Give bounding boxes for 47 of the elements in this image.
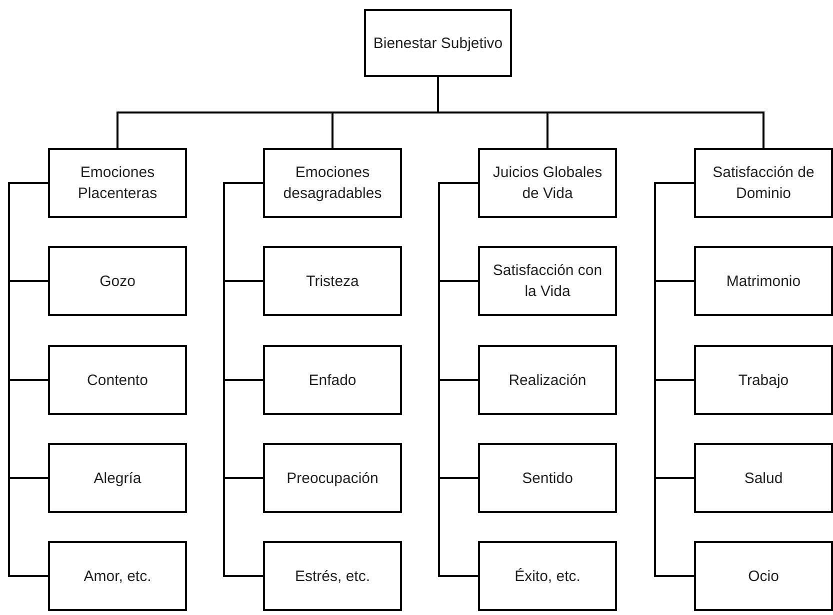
node-box	[48, 148, 187, 218]
node-label: Preocupación	[286, 468, 378, 488]
connector-line	[437, 77, 764, 148]
node-box	[694, 443, 833, 513]
node-label: Tristeza	[306, 272, 359, 292]
node-label: Ocio	[748, 566, 779, 586]
node-label: Contento	[87, 370, 148, 390]
node-label: Realización	[508, 370, 586, 390]
node-box	[48, 541, 187, 611]
node-box	[478, 443, 617, 513]
node-label: Gozo	[100, 272, 136, 292]
connector-line	[438, 182, 478, 577]
node-label: Emociones desagradables	[282, 163, 383, 204]
node-label: Amor, etc.	[84, 566, 152, 586]
node-label: Satisfacción de Dominio	[712, 163, 816, 204]
node-box	[694, 246, 833, 316]
node-box	[48, 345, 187, 415]
node-box	[694, 148, 833, 218]
node-label: Alegría	[94, 468, 142, 488]
node-box	[478, 246, 617, 316]
node-box	[48, 443, 187, 513]
node-label: Matrimonio	[726, 272, 801, 292]
node-box	[263, 541, 402, 611]
node-box	[263, 246, 402, 316]
node-label: Bienestar Subjetivo	[373, 34, 503, 54]
node-box	[694, 541, 833, 611]
node-label: Juicios Globales de Vida	[492, 163, 604, 204]
node-label: Satisfacción con la Vida	[492, 261, 604, 302]
node-box	[478, 541, 617, 611]
node-box	[478, 148, 617, 218]
node-box	[263, 345, 402, 415]
node-label: Sentido	[522, 468, 573, 488]
connector-line	[223, 182, 263, 577]
node-box	[263, 148, 402, 218]
node-box	[478, 345, 617, 415]
node-box	[694, 345, 833, 415]
connector-line	[8, 182, 48, 577]
node-label: Salud	[744, 468, 783, 488]
node-box	[364, 9, 512, 77]
connector-line	[654, 182, 694, 577]
node-label: Enfado	[308, 370, 356, 390]
node-label: Éxito, etc.	[514, 566, 580, 586]
node-label: Estrés, etc.	[294, 566, 370, 586]
node-label: Emociones Placenteras	[76, 163, 158, 204]
node-box	[48, 246, 187, 316]
node-label: Trabajo	[738, 370, 789, 390]
node-box	[263, 443, 402, 513]
